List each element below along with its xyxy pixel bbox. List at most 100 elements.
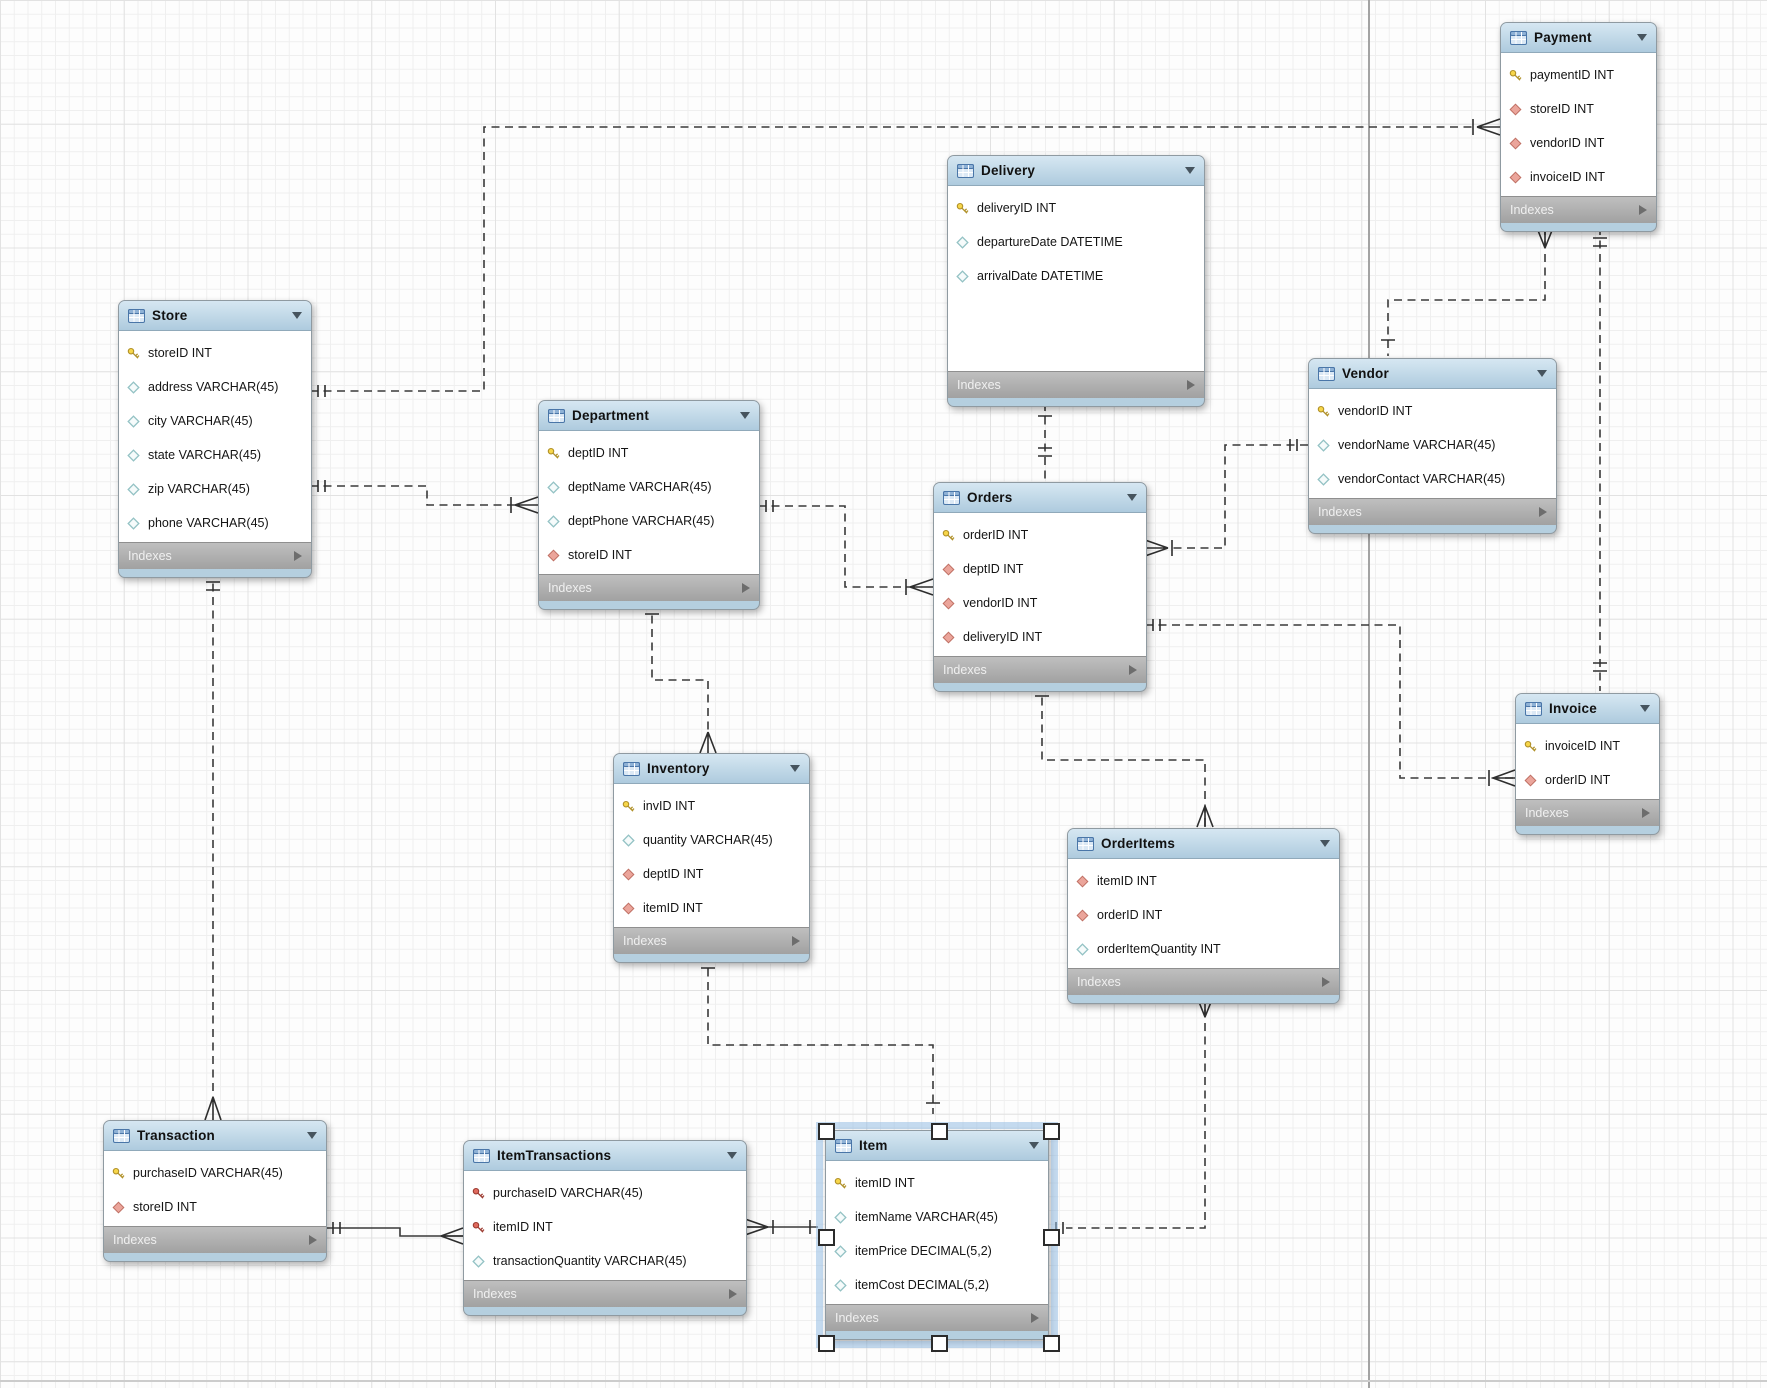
- collapse-chevron-icon[interactable]: [740, 412, 750, 419]
- expand-arrow-icon[interactable]: [1539, 507, 1547, 517]
- table-header-payment[interactable]: Payment: [1501, 23, 1656, 53]
- column-row-department[interactable]: deptName VARCHAR(45): [539, 470, 759, 504]
- column-row-item[interactable]: itemName VARCHAR(45): [826, 1200, 1048, 1234]
- column-row-store[interactable]: state VARCHAR(45): [119, 438, 311, 472]
- column-row-department[interactable]: storeID INT: [539, 538, 759, 572]
- column-row-payment[interactable]: vendorID INT: [1501, 126, 1656, 160]
- relationship-orders-invoice[interactable]: [1145, 619, 1516, 787]
- expand-arrow-icon[interactable]: [294, 551, 302, 561]
- column-row-vendor[interactable]: vendorName VARCHAR(45): [1309, 428, 1556, 462]
- expand-arrow-icon[interactable]: [1031, 1313, 1039, 1323]
- indexes-footer[interactable]: Indexes: [539, 574, 759, 601]
- column-row-payment[interactable]: storeID INT: [1501, 92, 1656, 126]
- column-row-itemtransactions[interactable]: transactionQuantity VARCHAR(45): [464, 1244, 746, 1278]
- selection-handle-bottom-middle[interactable]: [931, 1335, 948, 1352]
- column-row-orders[interactable]: deptID INT: [934, 552, 1146, 586]
- relationship-store-payment[interactable]: [310, 118, 1501, 397]
- column-row-delivery[interactable]: arrivalDate DATETIME: [948, 259, 1204, 293]
- relationship-transaction-itemtransactions[interactable]: [325, 1222, 464, 1245]
- table-header-inventory[interactable]: Inventory: [614, 754, 809, 784]
- column-row-department[interactable]: deptPhone VARCHAR(45): [539, 504, 759, 538]
- expand-arrow-icon[interactable]: [1129, 665, 1137, 675]
- selection-handle-top-right[interactable]: [1043, 1123, 1060, 1140]
- column-row-inventory[interactable]: invID INT: [614, 789, 809, 823]
- collapse-chevron-icon[interactable]: [1127, 494, 1137, 501]
- column-row-transaction[interactable]: storeID INT: [104, 1190, 326, 1224]
- column-row-inventory[interactable]: deptID INT: [614, 857, 809, 891]
- collapse-chevron-icon[interactable]: [1537, 370, 1547, 377]
- selection-handle-top-left[interactable]: [818, 1123, 835, 1140]
- relationship-item-orderitems[interactable]: [1055, 996, 1214, 1234]
- selection-handle-bottom-right[interactable]: [1043, 1335, 1060, 1352]
- relationship-invoice-payment[interactable]: [1593, 227, 1607, 691]
- relationship-department-inventory[interactable]: [645, 602, 717, 754]
- relationship-department-orders[interactable]: [758, 500, 934, 596]
- indexes-footer[interactable]: Indexes: [104, 1226, 326, 1253]
- indexes-footer[interactable]: Indexes: [1068, 968, 1339, 995]
- collapse-chevron-icon[interactable]: [1640, 705, 1650, 712]
- collapse-chevron-icon[interactable]: [307, 1132, 317, 1139]
- column-row-delivery[interactable]: deliveryID INT: [948, 191, 1204, 225]
- column-row-inventory[interactable]: quantity VARCHAR(45): [614, 823, 809, 857]
- table-header-delivery[interactable]: Delivery: [948, 156, 1204, 186]
- indexes-footer[interactable]: Indexes: [1501, 196, 1656, 223]
- column-row-orderitems[interactable]: orderID INT: [1068, 898, 1339, 932]
- collapse-chevron-icon[interactable]: [1320, 840, 1330, 847]
- relationship-orders-orderitems[interactable]: [1035, 684, 1214, 828]
- collapse-chevron-icon[interactable]: [727, 1152, 737, 1159]
- table-header-vendor[interactable]: Vendor: [1309, 359, 1556, 389]
- table-header-itemtransactions[interactable]: ItemTransactions: [464, 1141, 746, 1171]
- selection-handle-bottom-left[interactable]: [818, 1335, 835, 1352]
- column-row-department[interactable]: deptID INT: [539, 436, 759, 470]
- column-row-store[interactable]: storeID INT: [119, 336, 311, 370]
- indexes-footer[interactable]: Indexes: [1516, 799, 1659, 826]
- table-header-orderitems[interactable]: OrderItems: [1068, 829, 1339, 859]
- column-row-item[interactable]: itemPrice DECIMAL(5,2): [826, 1234, 1048, 1268]
- column-row-itemtransactions[interactable]: purchaseID VARCHAR(45): [464, 1176, 746, 1210]
- column-row-store[interactable]: address VARCHAR(45): [119, 370, 311, 404]
- column-row-orders[interactable]: vendorID INT: [934, 586, 1146, 620]
- indexes-footer[interactable]: Indexes: [614, 927, 809, 954]
- indexes-footer[interactable]: Indexes: [934, 656, 1146, 683]
- column-row-payment[interactable]: invoiceID INT: [1501, 160, 1656, 194]
- column-row-item[interactable]: itemID INT: [826, 1166, 1048, 1200]
- collapse-chevron-icon[interactable]: [1029, 1142, 1039, 1149]
- column-row-invoice[interactable]: invoiceID INT: [1516, 729, 1659, 763]
- column-row-itemtransactions[interactable]: itemID INT: [464, 1210, 746, 1244]
- column-row-orderitems[interactable]: itemID INT: [1068, 864, 1339, 898]
- column-row-orders[interactable]: deliveryID INT: [934, 620, 1146, 654]
- selection-handle-middle-right[interactable]: [1043, 1229, 1060, 1246]
- collapse-chevron-icon[interactable]: [292, 312, 302, 319]
- relationship-item-inventory[interactable]: [701, 955, 940, 1114]
- indexes-footer[interactable]: Indexes: [464, 1280, 746, 1307]
- table-header-orders[interactable]: Orders: [934, 483, 1146, 513]
- column-row-vendor[interactable]: vendorID INT: [1309, 394, 1556, 428]
- expand-arrow-icon[interactable]: [1187, 380, 1195, 390]
- selection-handle-middle-left[interactable]: [818, 1229, 835, 1246]
- column-row-transaction[interactable]: purchaseID VARCHAR(45): [104, 1156, 326, 1190]
- column-row-store[interactable]: city VARCHAR(45): [119, 404, 311, 438]
- indexes-footer[interactable]: Indexes: [1309, 498, 1556, 525]
- relationship-store-department[interactable]: [310, 480, 539, 514]
- expand-arrow-icon[interactable]: [792, 936, 800, 946]
- column-row-inventory[interactable]: itemID INT: [614, 891, 809, 925]
- relationship-delivery-orders[interactable]: [1038, 403, 1052, 482]
- expand-arrow-icon[interactable]: [742, 583, 750, 593]
- indexes-footer[interactable]: Indexes: [826, 1304, 1048, 1331]
- table-header-store[interactable]: Store: [119, 301, 311, 331]
- column-row-orders[interactable]: orderID INT: [934, 518, 1146, 552]
- expand-arrow-icon[interactable]: [1322, 977, 1330, 987]
- column-row-invoice[interactable]: orderID INT: [1516, 763, 1659, 797]
- column-row-store[interactable]: zip VARCHAR(45): [119, 472, 311, 506]
- relationship-store-transaction[interactable]: [204, 570, 222, 1121]
- expand-arrow-icon[interactable]: [729, 1289, 737, 1299]
